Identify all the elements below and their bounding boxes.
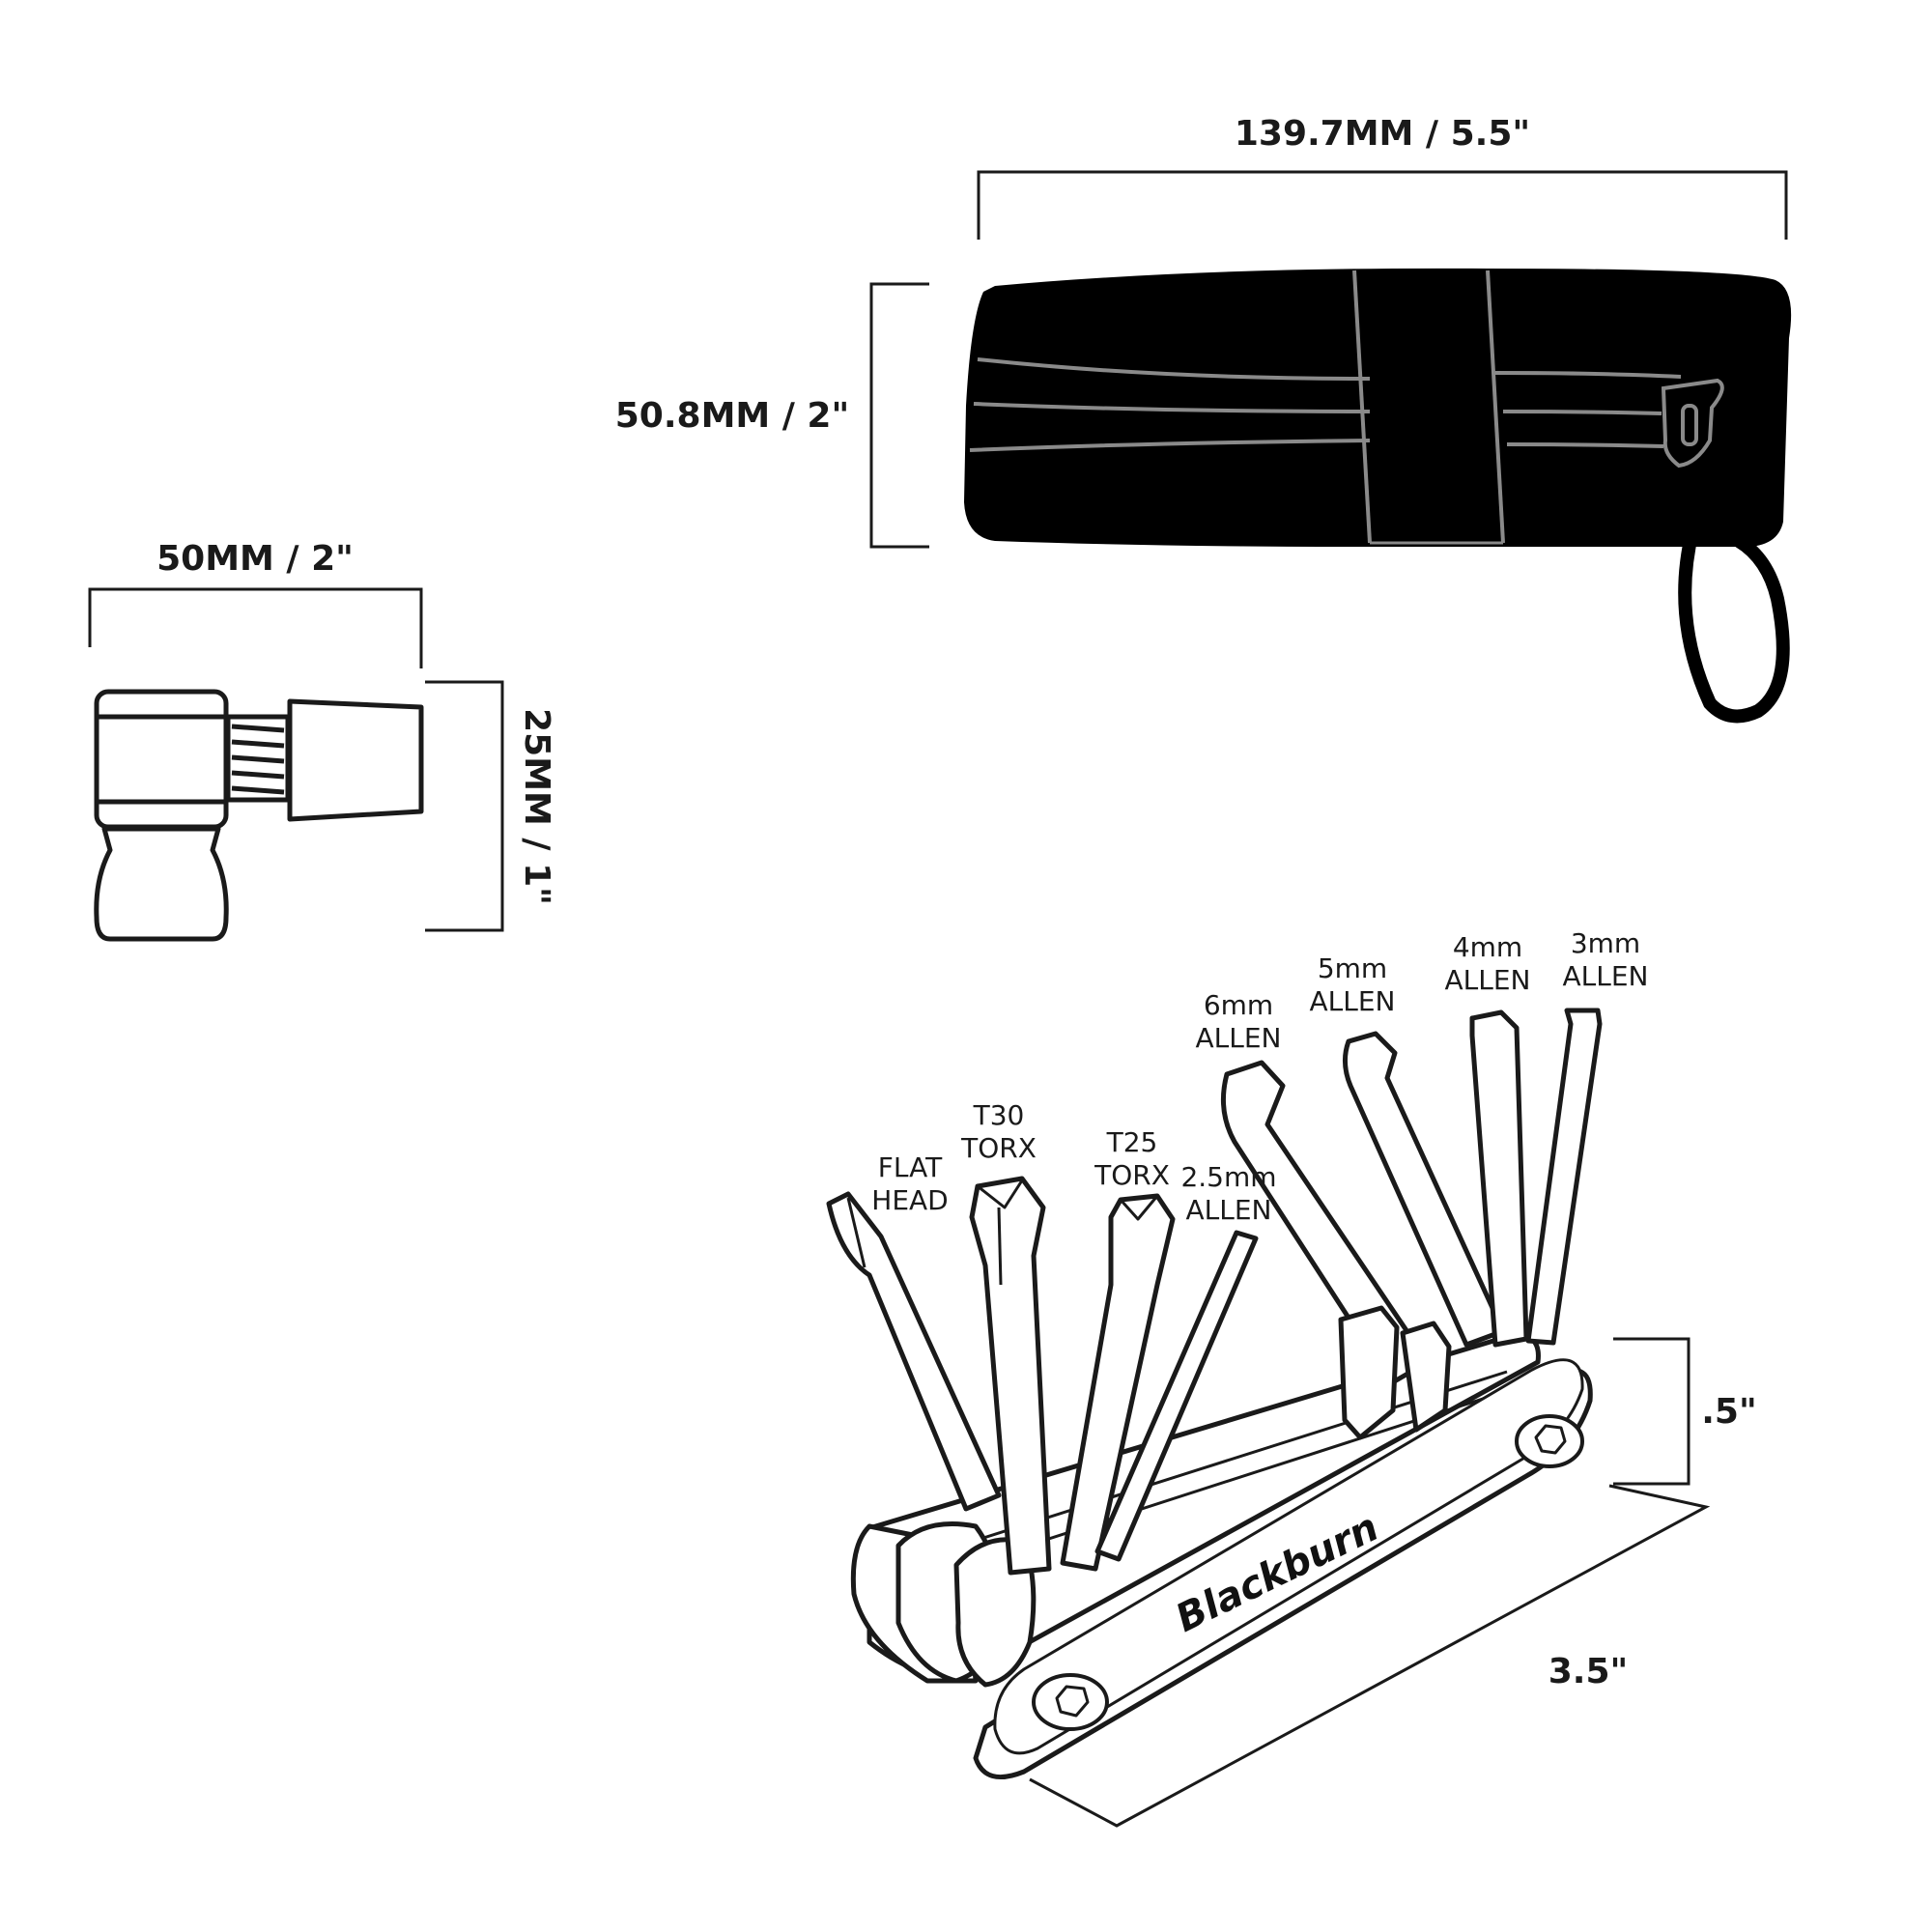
flat-head-bit <box>826 1191 1002 1512</box>
allen-5mm-label: 5mm ALLEN <box>1310 952 1396 1017</box>
svg-text:ALLEN: ALLEN <box>1445 964 1531 996</box>
inflator-height-dimension: 25MM / 1" <box>425 680 556 932</box>
svg-text:HEAD: HEAD <box>871 1184 948 1216</box>
multitool-height-dimension: .5" <box>1613 1337 1757 1486</box>
roll-height-label: 50.8MM / 2" <box>615 396 850 436</box>
allen-6mm-label: 6mm ALLEN <box>1196 989 1282 1054</box>
roll-width-label: 139.7MM / 5.5" <box>1235 114 1530 154</box>
multitool-height-label: .5" <box>1701 1392 1756 1432</box>
svg-text:4mm: 4mm <box>1453 931 1522 963</box>
svg-text:ALLEN: ALLEN <box>1563 960 1649 992</box>
svg-text:T30: T30 <box>973 1099 1025 1131</box>
tool-roll-illustration <box>964 268 1792 724</box>
allen-2-5mm-bit <box>1094 1230 1259 1562</box>
allen-6mm-bit <box>1220 1060 1431 1386</box>
right-pivot-bolt <box>1515 1414 1584 1468</box>
multitool-length-label: 3.5" <box>1548 1652 1629 1691</box>
svg-text:ALLEN: ALLEN <box>1310 985 1396 1017</box>
allen-3mm-bit <box>1525 1008 1603 1346</box>
inflator-thread <box>225 714 291 803</box>
left-pivot-bolt <box>1032 1673 1109 1731</box>
svg-text:ALLEN: ALLEN <box>1196 1022 1282 1054</box>
svg-text:FLAT: FLAT <box>878 1151 943 1183</box>
t25-torx-bit <box>1060 1193 1176 1572</box>
svg-text:TORX: TORX <box>1094 1159 1170 1191</box>
allen-4mm-label: 4mm ALLEN <box>1445 931 1531 996</box>
svg-text:3mm: 3mm <box>1571 927 1640 959</box>
allen-2-5mm-label: 2.5mm ALLEN <box>1180 1161 1276 1226</box>
svg-text:T25: T25 <box>1106 1126 1158 1158</box>
t25-torx-label: T25 TORX <box>1094 1126 1170 1191</box>
co2-inflator-illustration <box>94 689 424 942</box>
svg-text:5mm: 5mm <box>1318 952 1387 984</box>
roll-width-dimension: 139.7MM / 5.5" <box>977 114 1788 240</box>
t30-torx-label: T30 TORX <box>960 1099 1037 1164</box>
svg-text:6mm: 6mm <box>1204 989 1273 1021</box>
inflator-height-label: 25MM / 1" <box>517 708 556 905</box>
inflator-width-label: 50MM / 2" <box>156 539 354 579</box>
svg-text:TORX: TORX <box>960 1132 1037 1164</box>
allen-3mm-label: 3mm ALLEN <box>1563 927 1649 992</box>
svg-text:ALLEN: ALLEN <box>1186 1194 1272 1226</box>
inflator-width-dimension: 50MM / 2" <box>88 539 423 668</box>
multitool-illustration <box>826 1008 1603 1780</box>
t30-torx-bit <box>969 1176 1052 1576</box>
allen-5mm-bit <box>1343 1031 1506 1348</box>
flat-head-label: FLAT HEAD <box>871 1151 948 1216</box>
svg-text:2.5mm: 2.5mm <box>1180 1161 1276 1193</box>
roll-height-dimension: 50.8MM / 2" <box>615 282 929 549</box>
multitool-length-dimension: 3.5" <box>1029 1484 1711 1828</box>
